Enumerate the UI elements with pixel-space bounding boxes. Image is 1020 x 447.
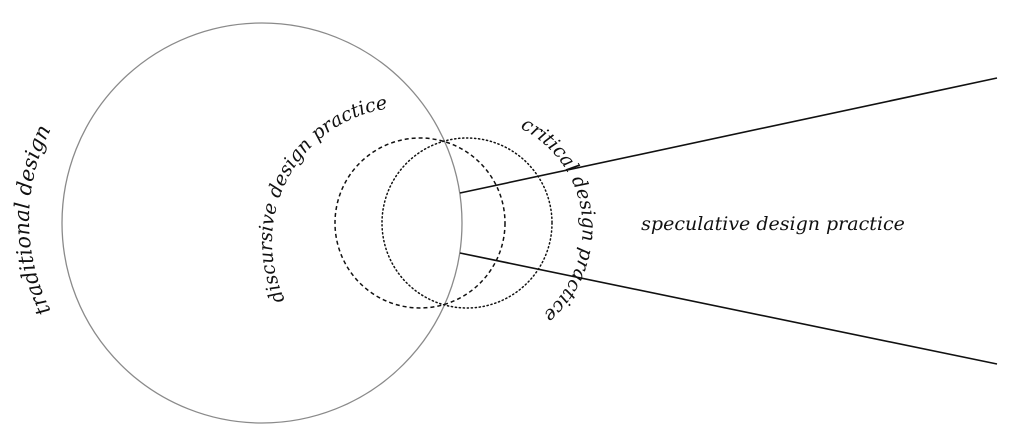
- traditional-design-label: traditional design: [10, 121, 55, 319]
- traditional-design-circle: [61, 22, 463, 424]
- traditional-design-label-text: traditional design: [10, 121, 55, 319]
- discursive-design-label: discursive design practice: [255, 92, 389, 307]
- discursive-design-label-text: discursive design practice: [255, 92, 389, 307]
- critical-design-circle: [381, 137, 553, 309]
- speculative-design-label: speculative design practice: [641, 213, 905, 235]
- speculative-cone-upper-line: [459, 77, 998, 194]
- speculative-cone-lower-line: [459, 252, 998, 365]
- critical-design-label: critical design practice: [518, 113, 600, 327]
- discursive-design-circle: [334, 137, 506, 309]
- critical-design-label-text: critical design practice: [518, 113, 600, 327]
